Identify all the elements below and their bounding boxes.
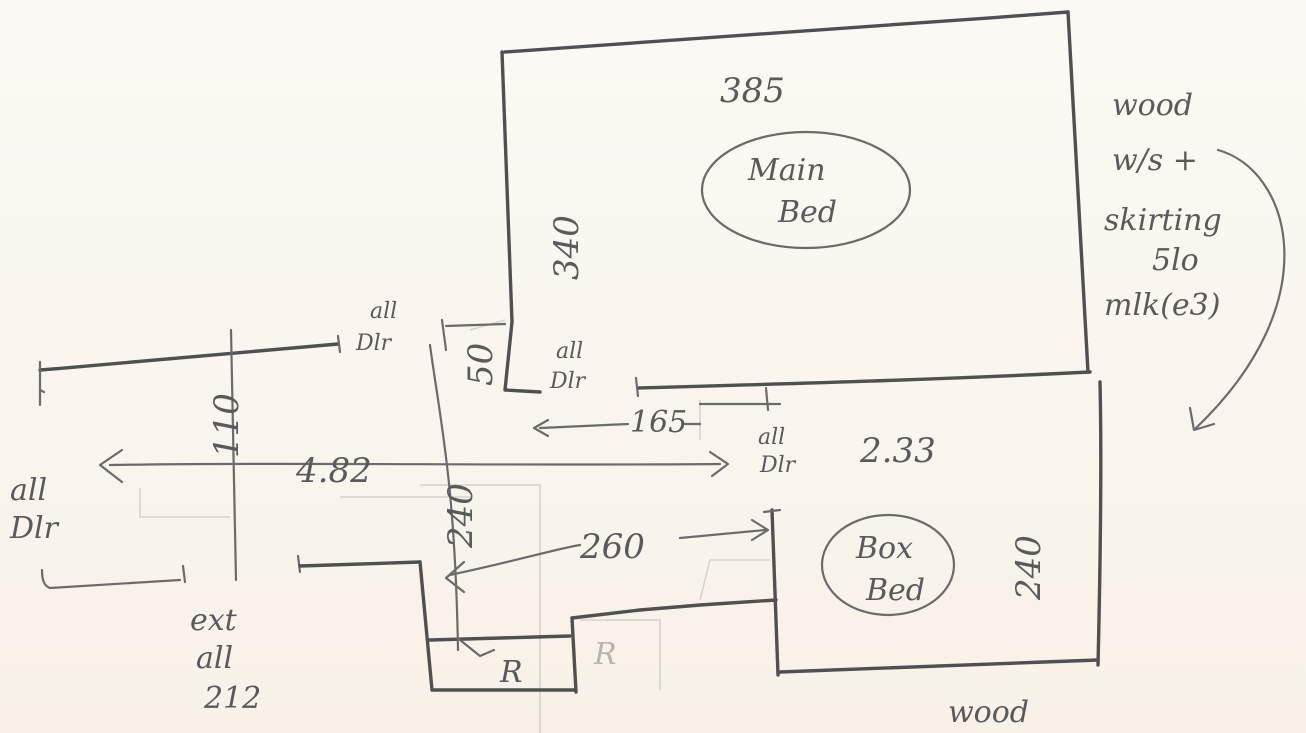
floor-note-line5: mlk(e3) [1104,288,1220,323]
small-room-left-label: R [499,655,523,690]
gap-label: 50 [461,343,501,386]
box-bed-outline [820,513,956,617]
hallway-walls [38,328,422,590]
box-room-width-arrow [448,543,582,577]
box-bedroom-walls [698,380,1103,677]
stair-block [418,343,778,694]
door-note-b-line1: all [556,339,583,364]
floor-note-line2: w/s + [1112,143,1198,178]
hall-length-arrow [108,462,722,467]
floor-note-line3: skirting [1104,203,1222,238]
box-room-area-label: 2.33 [859,431,936,471]
door-note-d-line2: Dlr [9,511,60,546]
box-bed-label-line1: Box [855,531,913,566]
main-room-depth-label: 340 [547,215,587,280]
main-bed-label-line1: Main [747,153,826,188]
floor-note-line1: wood [1112,88,1193,123]
exterior-line3: 212 [203,681,261,716]
hall-length-label: 4.82 [295,451,372,491]
door-note-c-line2: Dlr [759,453,797,478]
stair-label: 240 [441,483,481,549]
box-room-depth-label: 240 [1009,535,1049,601]
floor-note-line4: 5lo [1152,243,1199,278]
bottom-floor-note: wood [948,695,1029,730]
door-note-a-line1: all [370,299,397,324]
main-room-width-label: 385 [720,71,785,111]
exterior-line1: ext [190,603,238,638]
landing-arrow [538,422,630,430]
main-bedroom-outline [500,50,542,394]
hall-height-label: 110 [207,393,247,458]
landing-label: 165 [630,405,687,440]
door-note-d-line1: all [10,473,47,508]
exterior-line2: all [196,641,233,676]
door-note-b-line2: Dlr [549,369,587,394]
floor-note-arrow [1194,148,1286,430]
small-room-right-label: R [593,637,617,672]
main-bed-label-line2: Bed [777,195,837,230]
door-note-a-line2: Dlr [355,331,393,356]
box-bed-label-line2: Bed [865,573,925,608]
box-room-width-label: 260 [579,527,645,567]
labels: 385 Main Bed 340 wood w/s + skirting 5lo… [9,71,1222,730]
main-bed-outline [700,130,912,250]
main-bedroom-walls [440,10,1092,398]
door-note-c-line1: all [758,425,785,450]
dimension-lines [98,148,1286,658]
